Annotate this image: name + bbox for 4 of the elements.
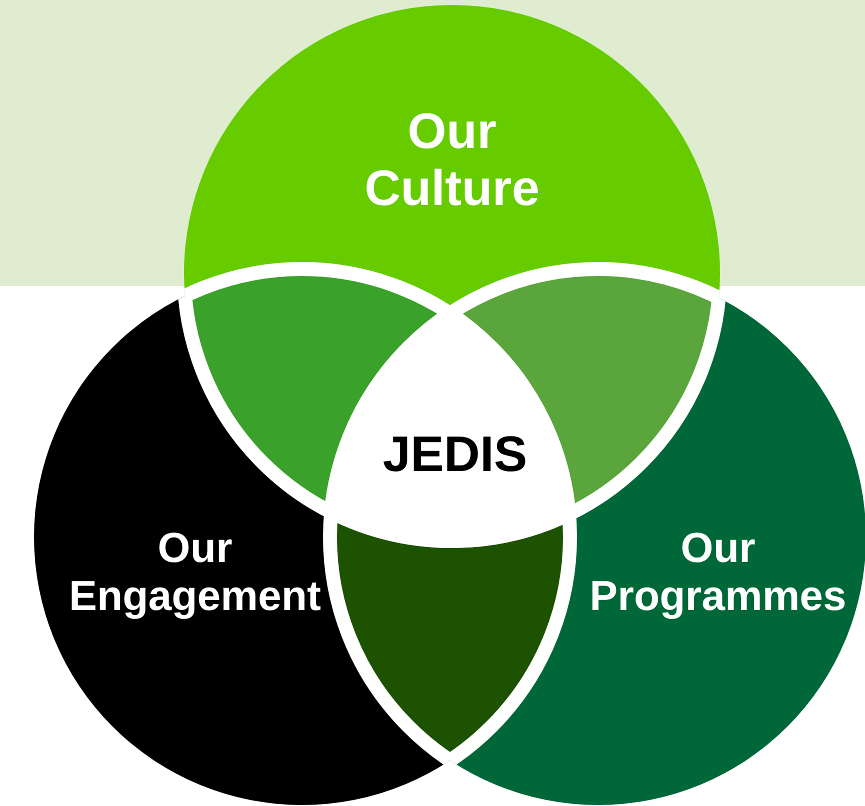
circle-label: Our Engagement (68, 524, 322, 620)
circle-label: Our Programmes (588, 524, 848, 620)
circle-label: Our Culture (364, 102, 540, 218)
circle-label: JEDIS (382, 426, 528, 484)
